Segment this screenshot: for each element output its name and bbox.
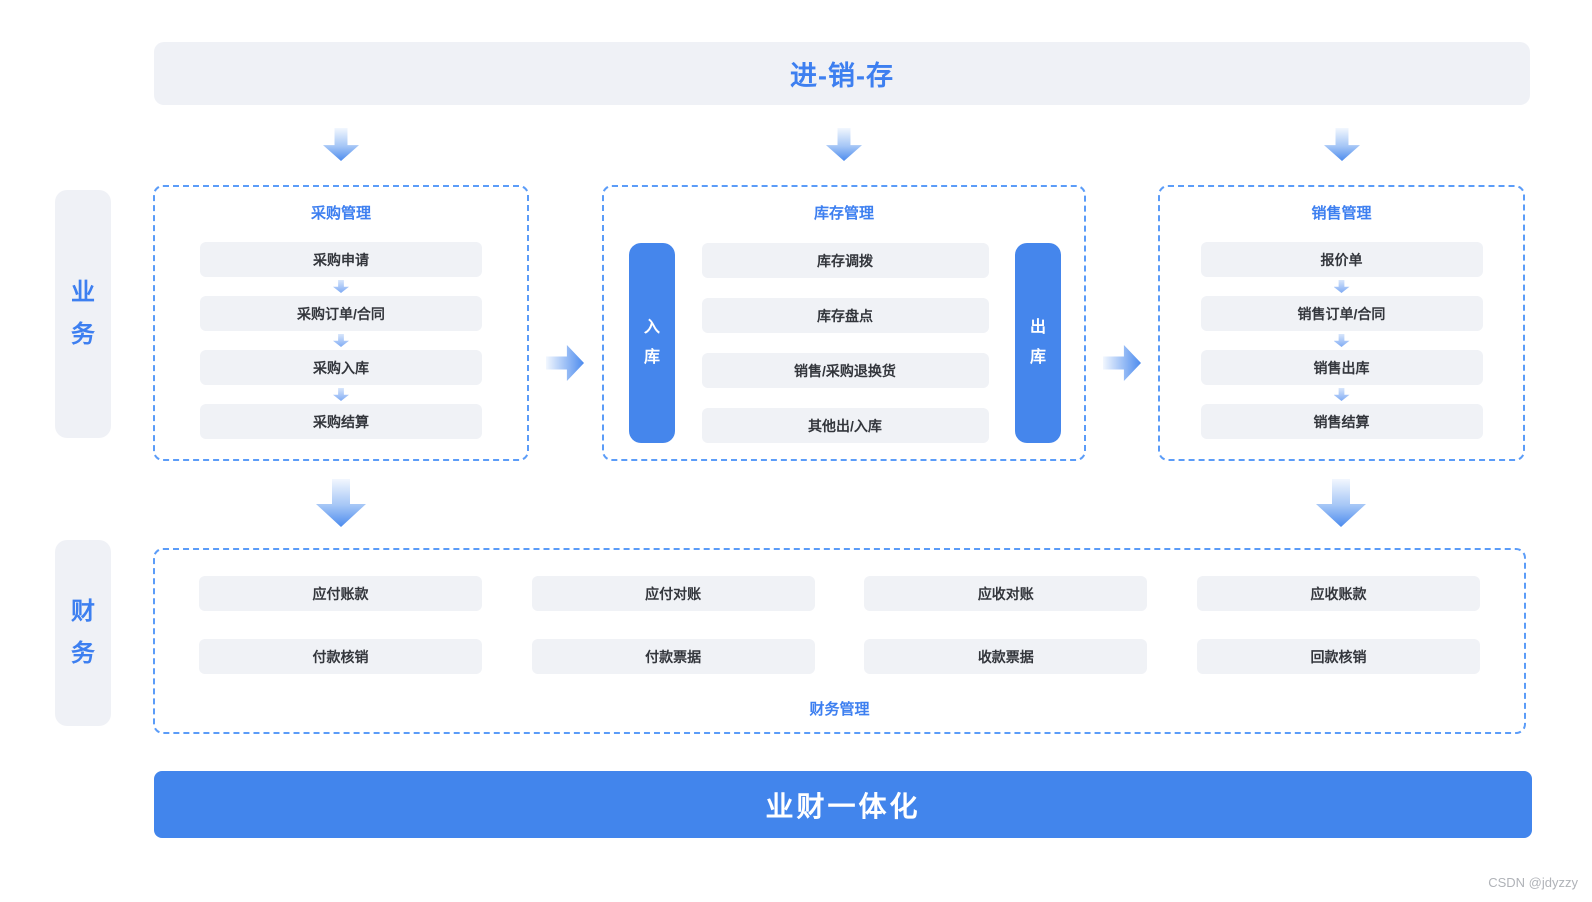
- purchase-section-title: 采购管理: [310, 205, 371, 222]
- sales-section-title: 销售管理: [1311, 205, 1372, 222]
- inventory-flow: 入库 库存调拨 库存盘点 销售/采购退换货 其他出/入库 出库: [629, 243, 1061, 443]
- finance-section-title: 财务管理: [809, 701, 870, 718]
- purchase-item: 采购入库: [200, 350, 482, 385]
- arrow-down-small-icon: [1333, 334, 1350, 347]
- arrow-down-small-icon: [1333, 388, 1350, 401]
- bottom-banner-title: 业财一体化: [765, 790, 921, 822]
- arrow-down-small-icon: [1333, 280, 1350, 293]
- finance-item: 应付账款: [199, 576, 482, 611]
- inventory-item: 库存盘点: [701, 298, 989, 333]
- outbound-pill: 出库: [1015, 243, 1061, 443]
- finance-section: 应付账款 应付对账 应收对账 应收账款 付款核销 付款票据 收款票据 回款核销 …: [153, 548, 1526, 734]
- inventory-item: 销售/采购退换货: [701, 353, 989, 388]
- arrow-down-small-icon: [333, 388, 349, 401]
- business-row-label: 业务: [71, 279, 95, 348]
- top-banner-title: 进-销-存: [790, 61, 894, 91]
- finance-item: 付款核销: [199, 639, 482, 674]
- arrow-down-small-icon: [333, 280, 349, 293]
- inventory-section-title: 库存管理: [813, 205, 874, 222]
- arrow-down-icon: [323, 128, 359, 161]
- finance-row-label-pill: 财务: [55, 540, 111, 726]
- finance-item: 回款核销: [1196, 639, 1480, 674]
- finance-item: 收款票据: [864, 639, 1148, 674]
- purchase-item: 采购结算: [200, 404, 482, 439]
- finance-row-label: 财务: [71, 598, 95, 667]
- sales-flow: 报价单 销售订单/合同 销售出库 销售结算: [1160, 242, 1523, 439]
- outbound-pill-label: 出库: [1029, 318, 1046, 366]
- sales-item: 销售出库: [1200, 350, 1483, 385]
- finance-row: 付款核销 付款票据 收款票据 回款核销: [199, 639, 1480, 674]
- inventory-item: 库存调拨: [701, 243, 989, 278]
- sales-item: 销售结算: [1200, 404, 1483, 439]
- arrow-down-icon: [316, 479, 366, 527]
- purchase-section: 采购管理 采购申请 采购订单/合同 采购入库 采购结算: [153, 185, 529, 461]
- arrow-right-icon: [1103, 345, 1141, 381]
- sales-item: 报价单: [1200, 242, 1483, 277]
- arrow-down-icon: [1324, 128, 1360, 161]
- arrow-down-icon: [1316, 479, 1366, 527]
- bottom-banner: 业财一体化: [154, 771, 1532, 838]
- purchase-flow: 采购申请 采购订单/合同 采购入库 采购结算: [155, 242, 527, 439]
- inventory-items: 库存调拨 库存盘点 销售/采购退换货 其他出/入库: [701, 243, 989, 443]
- finance-items: 应付账款 应付对账 应收对账 应收账款 付款核销 付款票据 收款票据 回款核销: [155, 550, 1524, 674]
- inventory-item: 其他出/入库: [701, 408, 989, 443]
- top-banner: 进-销-存: [154, 42, 1530, 105]
- finance-item: 应收对账: [864, 576, 1148, 611]
- finance-row: 应付账款 应付对账 应收对账 应收账款: [199, 576, 1480, 611]
- finance-item: 付款票据: [531, 639, 815, 674]
- purchase-item: 采购订单/合同: [200, 296, 482, 331]
- sales-section: 销售管理 报价单 销售订单/合同 销售出库 销售结算: [1158, 185, 1525, 461]
- inventory-section: 库存管理 入库 库存调拨 库存盘点 销售/采购退换货 其他出/入库 出库: [602, 185, 1086, 461]
- inbound-pill: 入库: [629, 243, 675, 443]
- business-row-label-pill: 业务: [55, 190, 111, 438]
- purchase-item: 采购申请: [200, 242, 482, 277]
- finance-item: 应收账款: [1196, 576, 1480, 611]
- arrow-down-icon: [826, 128, 862, 161]
- arrow-down-small-icon: [333, 334, 349, 347]
- arrow-right-icon: [546, 345, 584, 381]
- watermark: CSDN @jdyzzy: [1488, 875, 1578, 890]
- inbound-pill-label: 入库: [643, 318, 660, 366]
- sales-item: 销售订单/合同: [1200, 296, 1483, 331]
- finance-item: 应付对账: [531, 576, 815, 611]
